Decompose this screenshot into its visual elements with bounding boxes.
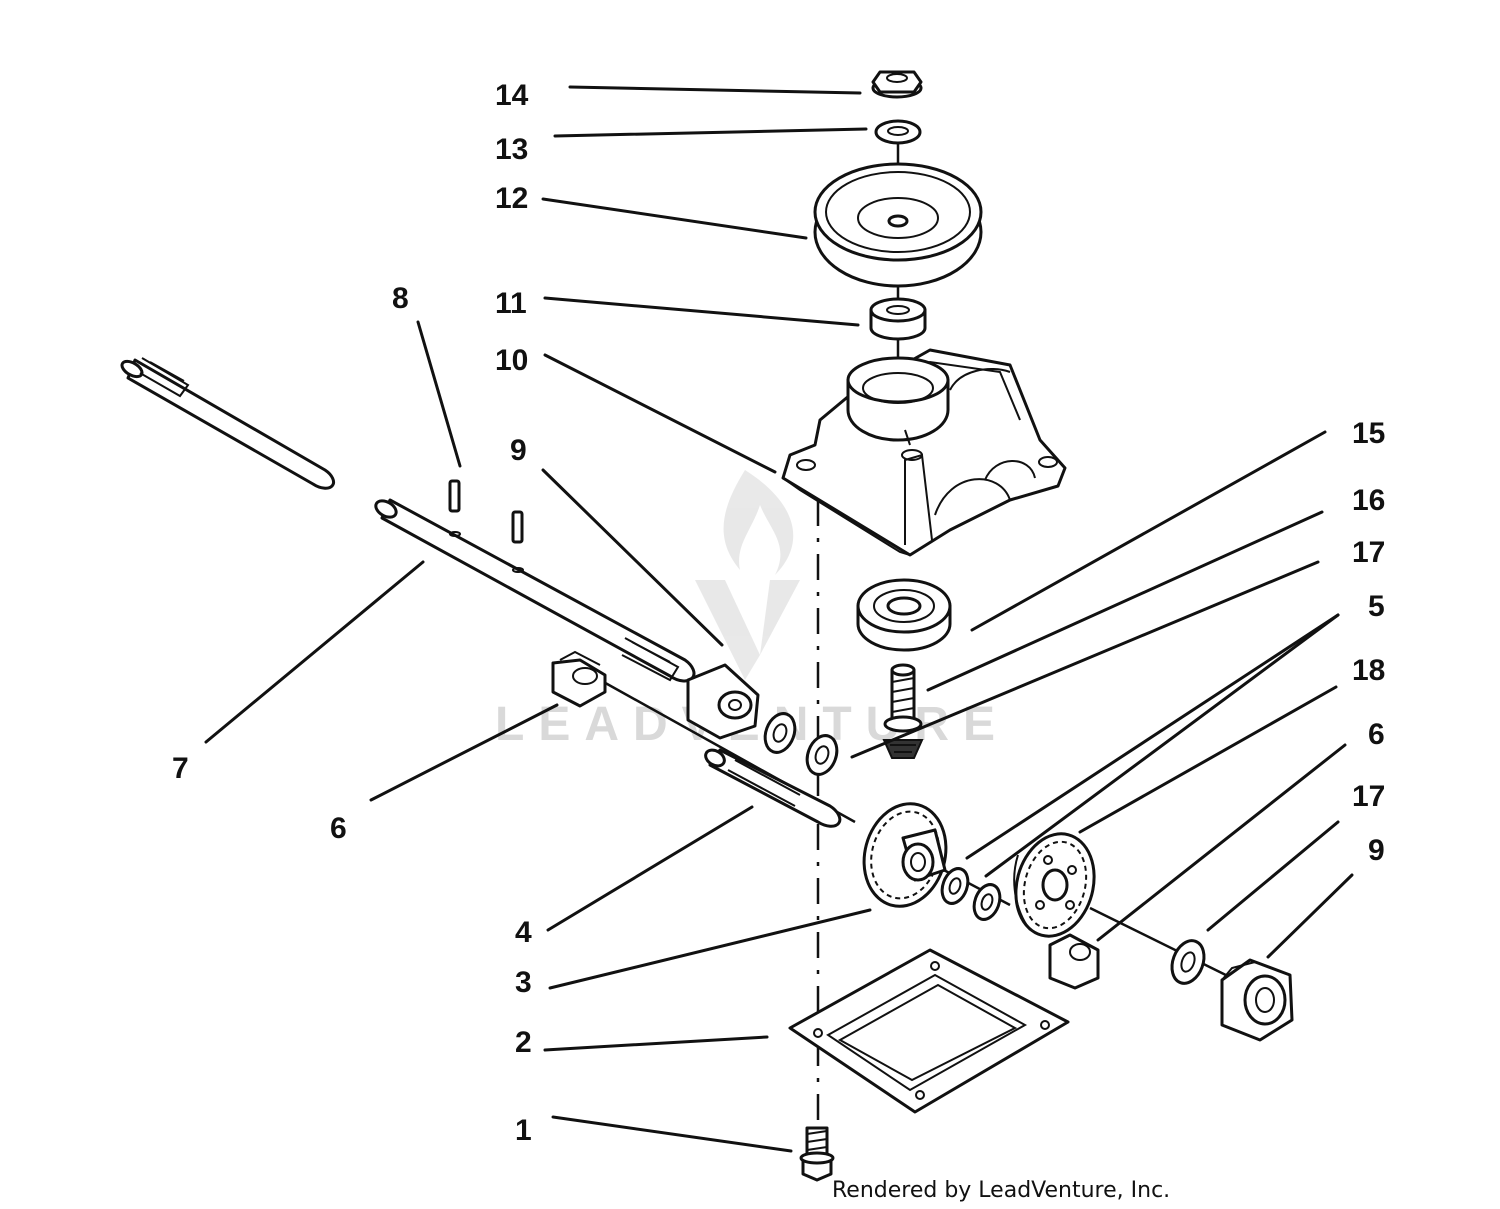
flange-nut-part: [871, 70, 923, 99]
callout-14: 14: [495, 79, 529, 112]
callout-12: 12: [495, 182, 528, 215]
render-credit: Rendered by LeadVenture, Inc.: [832, 1178, 1170, 1203]
watermark-logo: [695, 470, 800, 680]
callout-5: 5: [1368, 590, 1385, 623]
callout-9-left: 9: [510, 434, 527, 467]
roll-pin-part: [448, 479, 524, 573]
callout-4: 4: [515, 916, 532, 949]
callout-11: 11: [495, 287, 527, 320]
bearing-part: [856, 578, 952, 652]
drive-gear-part: [1013, 832, 1096, 938]
drive-shaft-part: [704, 748, 842, 828]
callout-8: 8: [392, 282, 409, 315]
callout-3: 3: [515, 966, 532, 999]
top-washer-part: [874, 119, 922, 145]
callout-17-top: 17: [1352, 536, 1385, 569]
collar-part: [686, 663, 760, 740]
pinion-shaft-part: [882, 663, 924, 759]
bolt-part: [799, 1126, 835, 1182]
driven-gear-part: [862, 802, 948, 908]
callout-13: 13: [495, 133, 528, 166]
leader-lines: [204, 85, 1354, 1153]
callout-2: 2: [515, 1026, 532, 1059]
callout-6-right: 6: [1368, 718, 1385, 751]
washer-pair-part: [763, 712, 839, 776]
upper-axle-part: [120, 357, 336, 490]
callout-17-bottom: 17: [1352, 780, 1385, 813]
main-axle-part: [374, 498, 696, 683]
right-bushing-part: [1220, 958, 1294, 1042]
right-washer-part: [1170, 939, 1206, 985]
callout-7: 7: [172, 752, 189, 785]
spacer-part: [869, 297, 927, 341]
callout-1: 1: [515, 1114, 532, 1147]
callout-9-right: 9: [1368, 834, 1385, 867]
gear-washer-part: [940, 867, 1002, 921]
callout-6-left: 6: [330, 812, 347, 845]
callout-16: 16: [1352, 484, 1385, 517]
left-bushing-part: [551, 650, 607, 708]
gearbox-housing-part: [781, 348, 1067, 557]
callout-10: 10: [495, 344, 528, 377]
right-small-bushing-part: [1048, 933, 1100, 990]
gasket-part: [788, 948, 1070, 1114]
callout-18: 18: [1352, 654, 1385, 687]
callout-labels: 14 13 12 11 10 8 9 7 6 4 3 2 1 15 16 17 …: [172, 79, 1385, 1147]
callout-15: 15: [1352, 417, 1385, 450]
pulley-part: [813, 162, 983, 288]
